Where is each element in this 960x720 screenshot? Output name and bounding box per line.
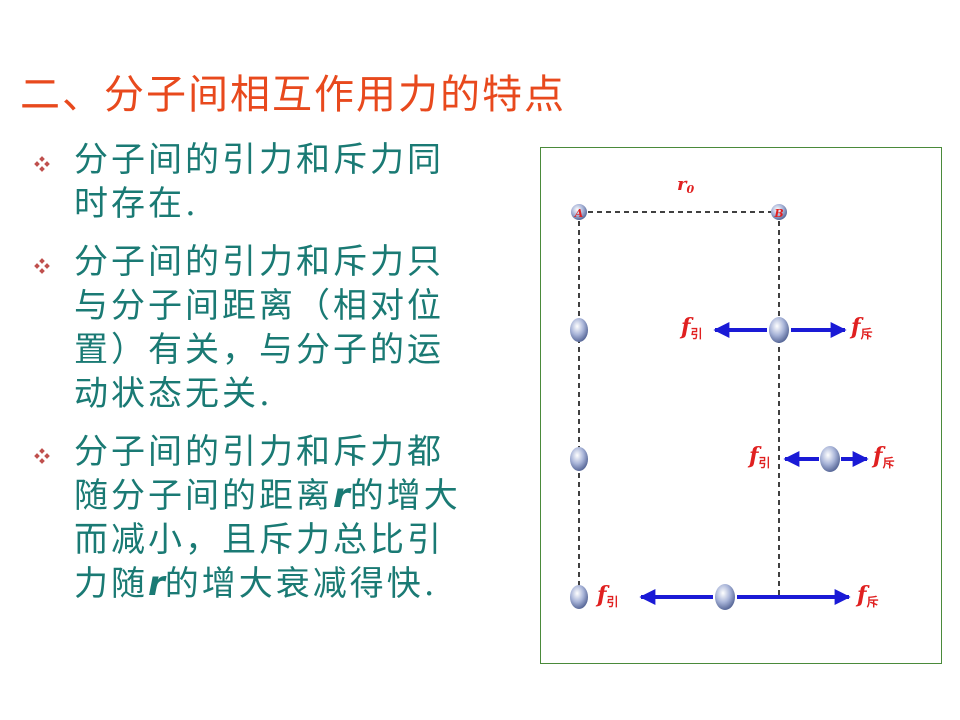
repulsion-label-row1: f斥 — [849, 314, 872, 341]
text-line: 随分子间的距离r的增大 — [74, 476, 461, 516]
molecule-left-4 — [570, 585, 588, 609]
repulsion-label-row3: f斥 — [855, 582, 878, 609]
text-line: 力随r的增大衰减得快. — [74, 564, 438, 604]
point-b-label: B — [773, 207, 783, 220]
bullet-text: 分子间的引力和斥力都 随分子间的距离r的增大 而减小，且斥力总比引 力随r的增大… — [74, 430, 461, 606]
molecule-a — [571, 204, 587, 220]
molecule-row3 — [715, 584, 735, 610]
text-line: 分子间的引力和斥力同 — [74, 140, 444, 180]
molecule-row1 — [769, 317, 789, 343]
repulsion-label-row2: f斥 — [871, 443, 894, 470]
bullet-list: 分子间的引力和斥力同 时存在. 分子间的引力和斥力只 与分子间距离（相对位 置）… — [34, 138, 524, 620]
bullet-item-2: 分子间的引力和斥力只 与分子间距离（相对位 置）有关，与分子的运 动状态无关. — [34, 240, 524, 416]
attraction-label-row1: f引 — [679, 314, 702, 341]
text-line: 分子间的引力和斥力都 — [74, 432, 444, 472]
slide-title: 二、分子间相互作用力的特点 — [20, 72, 566, 118]
molecule-row2 — [820, 446, 840, 472]
molecule-b — [771, 204, 787, 220]
text-line: 分子间的引力和斥力只 — [74, 242, 444, 282]
bullet-text: 分子间的引力和斥力同 时存在. — [74, 138, 444, 226]
bullet-item-3: 分子间的引力和斥力都 随分子间的距离r的增大 而减小，且斥力总比引 力随r的增大… — [34, 430, 524, 606]
bullet-text: 分子间的引力和斥力只 与分子间距离（相对位 置）有关，与分子的运 动状态无关. — [74, 240, 444, 416]
diagram-canvas: r0 A B f引 f斥 f引 f斥 f引 f斥 — [570, 174, 894, 610]
text-line: 置）有关，与分子的运 — [74, 330, 444, 370]
text-line: 动状态无关. — [74, 374, 273, 414]
diamond-bullet-icon — [34, 240, 74, 274]
attraction-label-row3: f引 — [595, 582, 618, 609]
molecule-left-2 — [570, 318, 588, 342]
diamond-bullet-icon — [34, 430, 74, 464]
diamond-bullet-icon — [34, 138, 74, 172]
point-a-label: A — [574, 207, 584, 220]
text-line: 与分子间距离（相对位 — [74, 286, 444, 326]
text-line: 而减小，且斥力总比引 — [74, 520, 444, 560]
attraction-label-row2: f引 — [747, 443, 770, 470]
text-line: 时存在. — [74, 184, 199, 224]
molecule-left-3 — [570, 447, 588, 471]
molecular-force-diagram: r0 A B f引 f斥 f引 f斥 f引 f斥 — [540, 147, 942, 664]
distance-label: r0 — [677, 174, 694, 196]
bullet-item-1: 分子间的引力和斥力同 时存在. — [34, 138, 524, 226]
